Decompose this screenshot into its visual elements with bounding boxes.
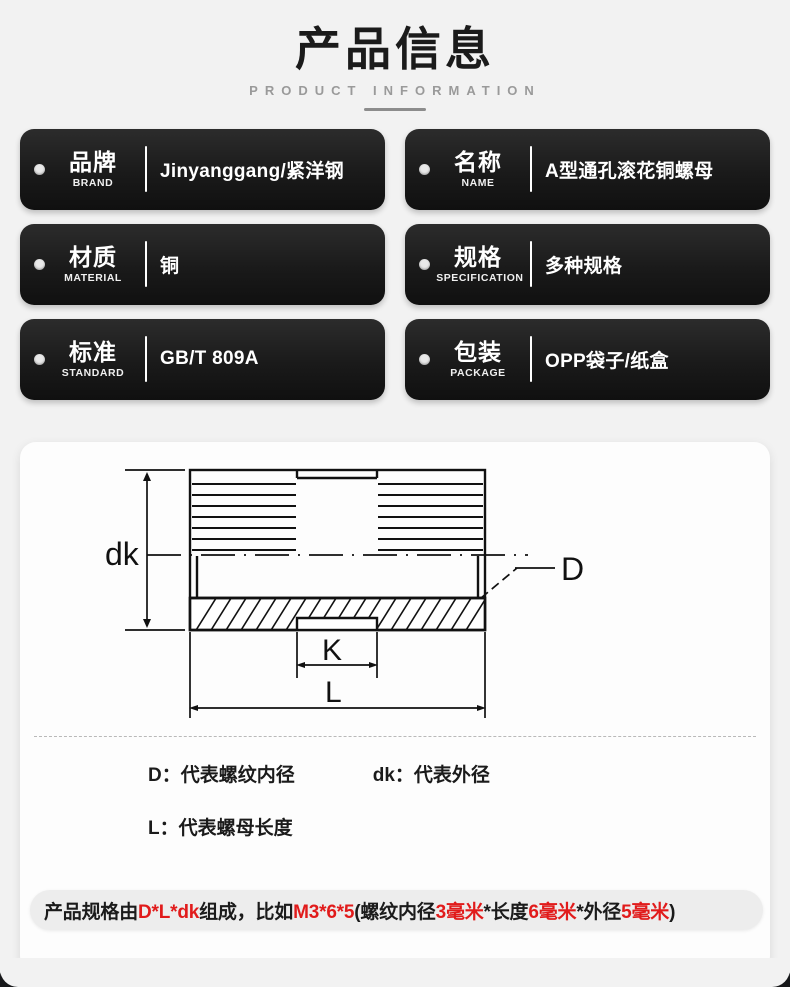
spec-card-value: GB/T 809A (160, 348, 259, 370)
vertical-divider (530, 336, 532, 383)
spec-card-label: 标准 STANDARD (45, 339, 141, 379)
spec-card-name: 名称 NAME A型通孔滚花铜螺母 (405, 128, 770, 210)
page-bottom-mask (0, 958, 790, 987)
spec-card-standard: 标准 STANDARD GB/T 809A (20, 318, 385, 400)
spec-card-package: 包装 PACKAGE OPP袋子/纸盒 (405, 318, 770, 400)
spec-label-en: NAME (461, 177, 495, 190)
bullet-dot-icon (419, 353, 430, 365)
page-header: 产品信息 PRODUCT INFORMATION (0, 0, 790, 111)
legend-row-2: L：代表螺母长度 (20, 813, 770, 840)
spec-card-brand: 品牌 BRAND Jinyanggang/紧洋钢 (20, 128, 385, 210)
dimension-label-dk: dk (105, 536, 140, 572)
spec-card-grid: 品牌 BRAND Jinyanggang/紧洋钢 名称 NAME A型通孔滚花铜… (20, 128, 770, 400)
spec-card-value: OPP袋子/纸盒 (545, 350, 669, 372)
specification-note-text: 产品规格由D*L*dk组成，比如M3*6*5(螺纹内径3毫米*长度6毫米*外径5… (44, 901, 676, 923)
spec-card-material: 材质 MATERIAL 铜 (20, 223, 385, 305)
vertical-divider (145, 336, 147, 383)
spec-label-cn: 名称 (454, 148, 502, 175)
vertical-divider (530, 241, 532, 288)
spec-card-value: 多种规格 (545, 255, 623, 277)
vertical-divider (145, 241, 147, 288)
spec-card-value: 铜 (160, 255, 180, 277)
spec-card-label: 包装 PACKAGE (430, 339, 526, 379)
vertical-divider (530, 146, 532, 193)
bullet-dot-icon (34, 163, 45, 175)
spec-label-en: SPECIFICATION (436, 272, 524, 285)
spec-label-cn: 标准 (69, 338, 117, 365)
spec-label-en: MATERIAL (64, 272, 122, 285)
dimension-label-D: D (561, 551, 584, 587)
spec-label-en: PACKAGE (450, 367, 506, 380)
header-divider (364, 107, 426, 111)
technical-drawing: dk D K L (20, 450, 770, 735)
legend-row-1: D：代表螺纹内径 dk：代表外径 (20, 760, 770, 787)
spec-card-label: 规格 SPECIFICATION (430, 244, 526, 284)
bullet-dot-icon (34, 353, 45, 365)
panel-divider (34, 736, 756, 737)
bullet-dot-icon (419, 258, 430, 270)
spec-label-cn: 包装 (454, 338, 502, 365)
vertical-divider (145, 146, 147, 193)
spec-label-cn: 规格 (454, 243, 502, 270)
legend-item-D: D：代表螺纹内径 (148, 765, 295, 786)
specification-note-bar: 产品规格由D*L*dk组成，比如M3*6*5(螺纹内径3毫米*长度6毫米*外径5… (30, 890, 763, 930)
spec-label-cn: 材质 (69, 243, 117, 270)
spec-card-label: 材质 MATERIAL (45, 244, 141, 284)
page-title: 产品信息 (295, 23, 495, 75)
bullet-dot-icon (419, 163, 430, 175)
spec-card-label: 品牌 BRAND (45, 149, 141, 189)
legend-item-L: L：代表螺母长度 (148, 818, 293, 839)
spec-label-en: STANDARD (61, 367, 125, 380)
spec-card-label: 名称 NAME (430, 149, 526, 189)
spec-card-value: Jinyanggang/紧洋钢 (160, 160, 344, 182)
bullet-dot-icon (34, 258, 45, 270)
dimension-label-K: K (322, 634, 342, 667)
nut-cross-section-diagram: dk D K L (105, 468, 584, 718)
spec-label-cn: 品牌 (69, 148, 117, 175)
dimension-legend: D：代表螺纹内径 dk：代表外径 L：代表螺母长度 (20, 760, 770, 866)
technical-drawing-panel: dk D K L D：代表螺纹内径 dk：代表外径 L：代表螺母长度 (20, 442, 770, 972)
spec-card-specification: 规格 SPECIFICATION 多种规格 (405, 223, 770, 305)
spec-card-value: A型通孔滚花铜螺母 (545, 160, 714, 182)
page-subtitle: PRODUCT INFORMATION (249, 82, 541, 98)
legend-item-dk: dk：代表外径 (372, 765, 490, 786)
dimension-label-L: L (325, 676, 342, 709)
spec-label-en: BRAND (72, 177, 114, 190)
